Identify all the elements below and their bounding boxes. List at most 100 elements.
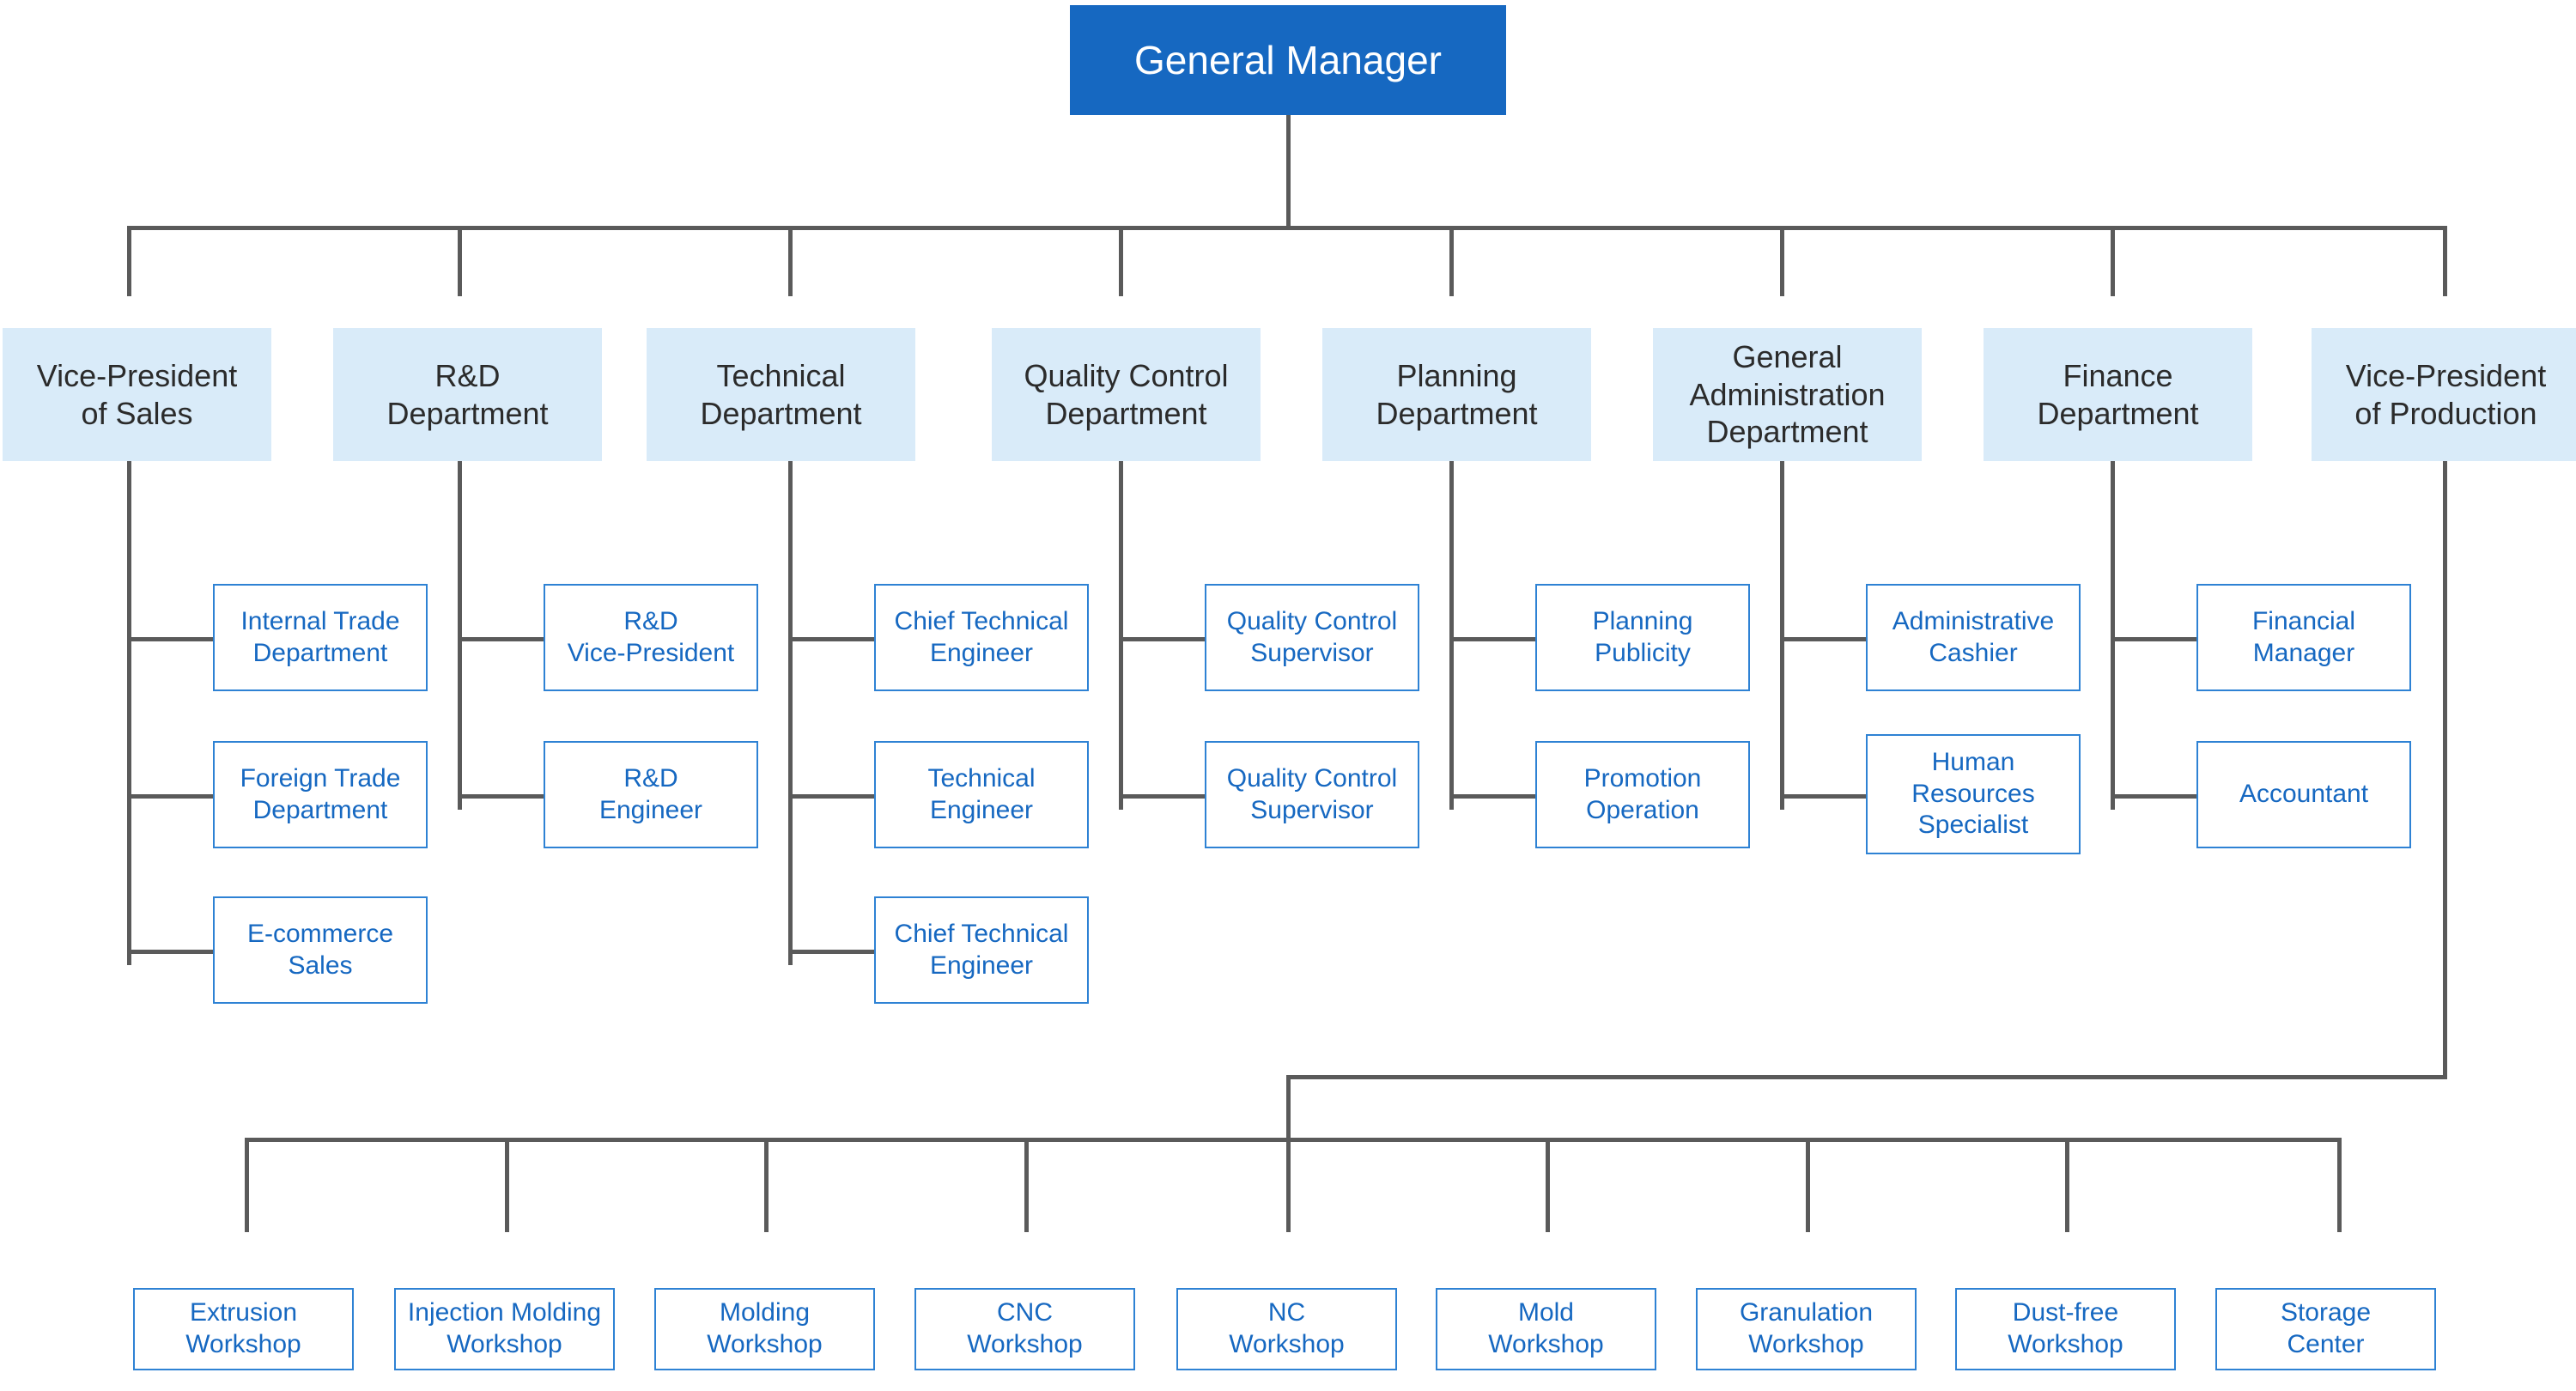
connector-elbow-plan-1 — [1449, 794, 1535, 799]
connector-elbow-rd-1 — [458, 794, 544, 799]
node-label: General Manager — [1134, 37, 1442, 82]
connector-production-stem — [1286, 1075, 1291, 1139]
connector-drop-workshop-7 — [2065, 1138, 2069, 1232]
connector-drop-workshop-2 — [764, 1138, 769, 1232]
connector-top-bus — [127, 226, 2447, 230]
connector-drop-dept-3 — [1119, 226, 1123, 296]
connector-drop-dept-6 — [2111, 226, 2115, 296]
connector-drop-workshop-5 — [1546, 1138, 1550, 1232]
connector-elbow-sales-1 — [127, 794, 213, 799]
connector-spine-rd — [458, 461, 462, 810]
connector-elbow-sales-2 — [127, 950, 213, 954]
connector-drop-workshop-4 — [1286, 1138, 1291, 1232]
connector-drop-dept-5 — [1780, 226, 1784, 296]
connector-elbow-rd-0 — [458, 637, 544, 641]
node-label: Accountant — [2239, 780, 2369, 809]
connector-drop-workshop-6 — [1806, 1138, 1810, 1232]
connector-elbow-sales-0 — [127, 637, 213, 641]
connector-elbow-tech-0 — [788, 637, 874, 641]
connector-workshop-bus — [245, 1138, 2340, 1142]
connector-drop-dept-4 — [1449, 226, 1454, 296]
connector-drop-dept-7 — [2443, 226, 2447, 296]
connector-elbow-admin-1 — [1780, 794, 1866, 799]
connector-spine-technical — [788, 461, 793, 965]
connector-elbow-tech-2 — [788, 950, 874, 954]
node-accountant[interactable]: Accountant — [2196, 741, 2411, 848]
node-general-manager[interactable]: General Manager — [1070, 5, 1506, 115]
connector-drop-dept-2 — [788, 226, 793, 296]
connector-drop-workshop-3 — [1024, 1138, 1029, 1232]
connector-elbow-qc-1 — [1119, 794, 1205, 799]
connector-elbow-admin-0 — [1780, 637, 1866, 641]
connector-drop-dept-1 — [458, 226, 462, 296]
connector-elbow-qc-0 — [1119, 637, 1205, 641]
connector-spine-quality — [1119, 461, 1123, 810]
connector-root-stem — [1286, 115, 1291, 228]
connector-elbow-fin-0 — [2111, 637, 2196, 641]
connector-drop-workshop-8 — [2337, 1138, 2342, 1232]
connector-production-spine — [2443, 461, 2447, 1078]
connector-spine-sales — [127, 461, 131, 965]
connector-drop-workshop-0 — [245, 1138, 249, 1232]
